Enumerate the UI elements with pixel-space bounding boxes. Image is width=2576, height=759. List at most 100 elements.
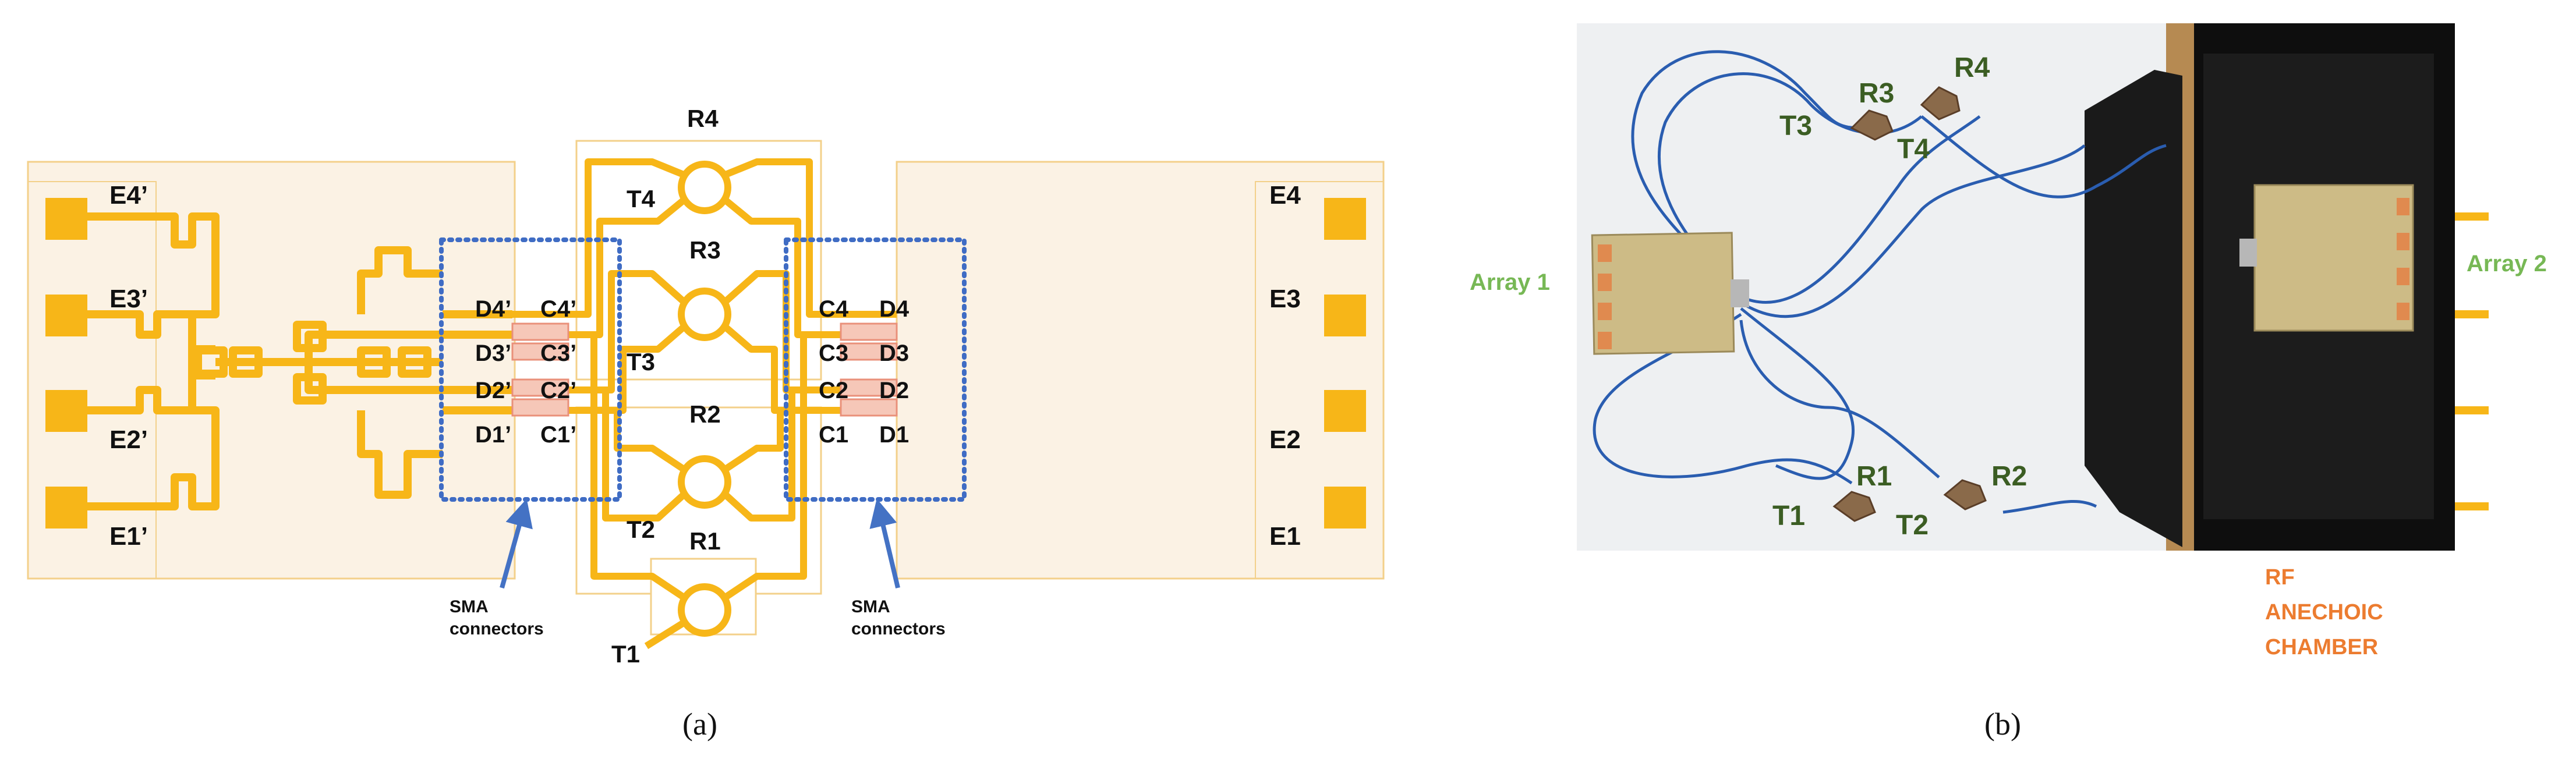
- chamber-label-1: RF: [2265, 565, 2295, 590]
- chamber-label-3: CHAMBER: [2265, 635, 2378, 659]
- right-board: [896, 161, 1385, 580]
- label-c3: C3: [819, 341, 848, 366]
- sma-label-right-1: SMA: [851, 597, 890, 616]
- label-c4: C4: [819, 296, 849, 322]
- pad-e1-prime: [45, 487, 87, 529]
- label-t2: T2: [627, 516, 655, 543]
- label-d3-prime: D3’: [475, 341, 511, 366]
- label-r2: R2: [689, 400, 721, 428]
- mount-t2: [1943, 479, 1987, 510]
- label-c4-prime: C4’: [540, 296, 576, 322]
- right-port-pads: [1324, 198, 1366, 529]
- pad-e1: [1324, 487, 1366, 529]
- center-elements: [512, 158, 897, 650]
- dotted-box-right: [784, 237, 967, 502]
- photo-label-r4: R4: [1954, 52, 1990, 83]
- label-d1-prime: D1’: [475, 422, 511, 448]
- label-c2: C2: [819, 378, 848, 403]
- element-r2: [678, 455, 731, 509]
- element-r3: [678, 288, 731, 341]
- label-d4: D4: [879, 296, 910, 322]
- label-e2-prime: E2’: [109, 425, 148, 454]
- label-array2: Array 2: [2467, 251, 2547, 276]
- label-e4-prime: E4’: [109, 181, 148, 210]
- connector-left-1: [511, 398, 569, 417]
- label-e3-prime: E3’: [109, 285, 148, 313]
- left-port-pads: [45, 198, 87, 529]
- photo-label-r3: R3: [1859, 78, 1894, 109]
- connector-left-4: [511, 322, 569, 341]
- pad-e4-prime: [45, 198, 87, 240]
- connector-left-3: [511, 342, 569, 361]
- label-c2-prime: C2’: [540, 378, 576, 403]
- photo-label-t2: T2: [1896, 510, 1929, 541]
- label-t1: T1: [611, 640, 640, 668]
- dotted-box-left: [439, 237, 622, 502]
- pad-e3-prime: [45, 295, 87, 336]
- board-outlines: [27, 140, 1385, 636]
- absorber-foam-wedge: [2085, 70, 2182, 547]
- sma-label-left-1: SMA: [450, 597, 489, 616]
- connector-right-4: [840, 322, 898, 341]
- label-d2-prime: D2’: [475, 378, 511, 403]
- label-d2: D2: [879, 378, 909, 403]
- sma-connectors-left: [511, 322, 569, 417]
- array2-board: [2253, 184, 2414, 332]
- connector-left-2: [511, 378, 569, 397]
- element-r4: [678, 161, 731, 214]
- label-array1: Array 1: [1470, 269, 1550, 295]
- chamber-label-2: ANECHOIC: [2265, 600, 2383, 625]
- label-e4: E4: [1269, 181, 1301, 210]
- connector-right-1: [840, 398, 898, 417]
- label-d4-prime: D4’: [475, 296, 511, 322]
- pad-e3: [1324, 295, 1366, 336]
- sma-label-right-2: connectors: [851, 619, 946, 639]
- caption-a: (a): [682, 707, 717, 742]
- photo-label-r2: R2: [1991, 461, 2027, 492]
- mount-r4: [1920, 86, 1961, 120]
- mount-t1: [1832, 491, 1876, 522]
- pad-e2-prime: [45, 390, 87, 432]
- connector-right-2: [840, 378, 898, 397]
- label-c1: C1: [819, 422, 848, 448]
- label-c3-prime: C3’: [540, 341, 576, 366]
- panel-b: R3 R4 T3 T4 R1 R2 T1 T2 Array 1 Array 2 …: [1470, 23, 2547, 742]
- array1-connectors: [1731, 279, 1749, 307]
- pad-e4: [1324, 198, 1366, 240]
- label-d3: D3: [879, 341, 909, 366]
- right-board-inner: [1255, 181, 1384, 579]
- connector-right-3: [840, 342, 898, 361]
- caption-b: (b): [1984, 707, 2021, 742]
- left-feed-network: [87, 212, 512, 510]
- label-e1-prime: E1’: [109, 522, 148, 551]
- pad-e2: [1324, 390, 1366, 432]
- sma-connectors-right: [840, 322, 898, 417]
- photo-label-r1: R1: [1856, 461, 1892, 492]
- left-board-inner: [27, 181, 157, 579]
- label-r1: R1: [689, 527, 721, 555]
- mount-t3: [1850, 109, 1894, 141]
- array2-connectors: [2239, 239, 2257, 267]
- array2-pads: [2397, 198, 2409, 320]
- label-e2: E2: [1269, 425, 1301, 454]
- label-t3: T3: [627, 348, 655, 375]
- panel-a: E4’ E3’ E2’ E1’ E4 E3 E2 E1 D4’ C4’ D3’ …: [27, 105, 2489, 742]
- element-r1: [678, 583, 731, 637]
- label-r3: R3: [689, 236, 721, 264]
- photo-label-t3: T3: [1779, 111, 1812, 141]
- board-inner-outlines: [27, 181, 1384, 579]
- photo-label-t4: T4: [1897, 134, 1930, 165]
- label-d1: D1: [879, 422, 909, 448]
- label-t4: T4: [627, 185, 656, 212]
- label-c1-prime: C1’: [540, 422, 576, 448]
- sma-label-left-2: connectors: [450, 619, 544, 639]
- arrow-sma-right: [869, 498, 900, 588]
- array1-pads: [1598, 244, 1612, 349]
- label-e1: E1: [1269, 522, 1301, 551]
- array1-board: [1591, 232, 1735, 355]
- element-mounts: [1832, 86, 1987, 522]
- photo-label-t1: T1: [1772, 501, 1805, 531]
- arrow-sma-left: [500, 498, 533, 589]
- label-e3: E3: [1269, 285, 1301, 313]
